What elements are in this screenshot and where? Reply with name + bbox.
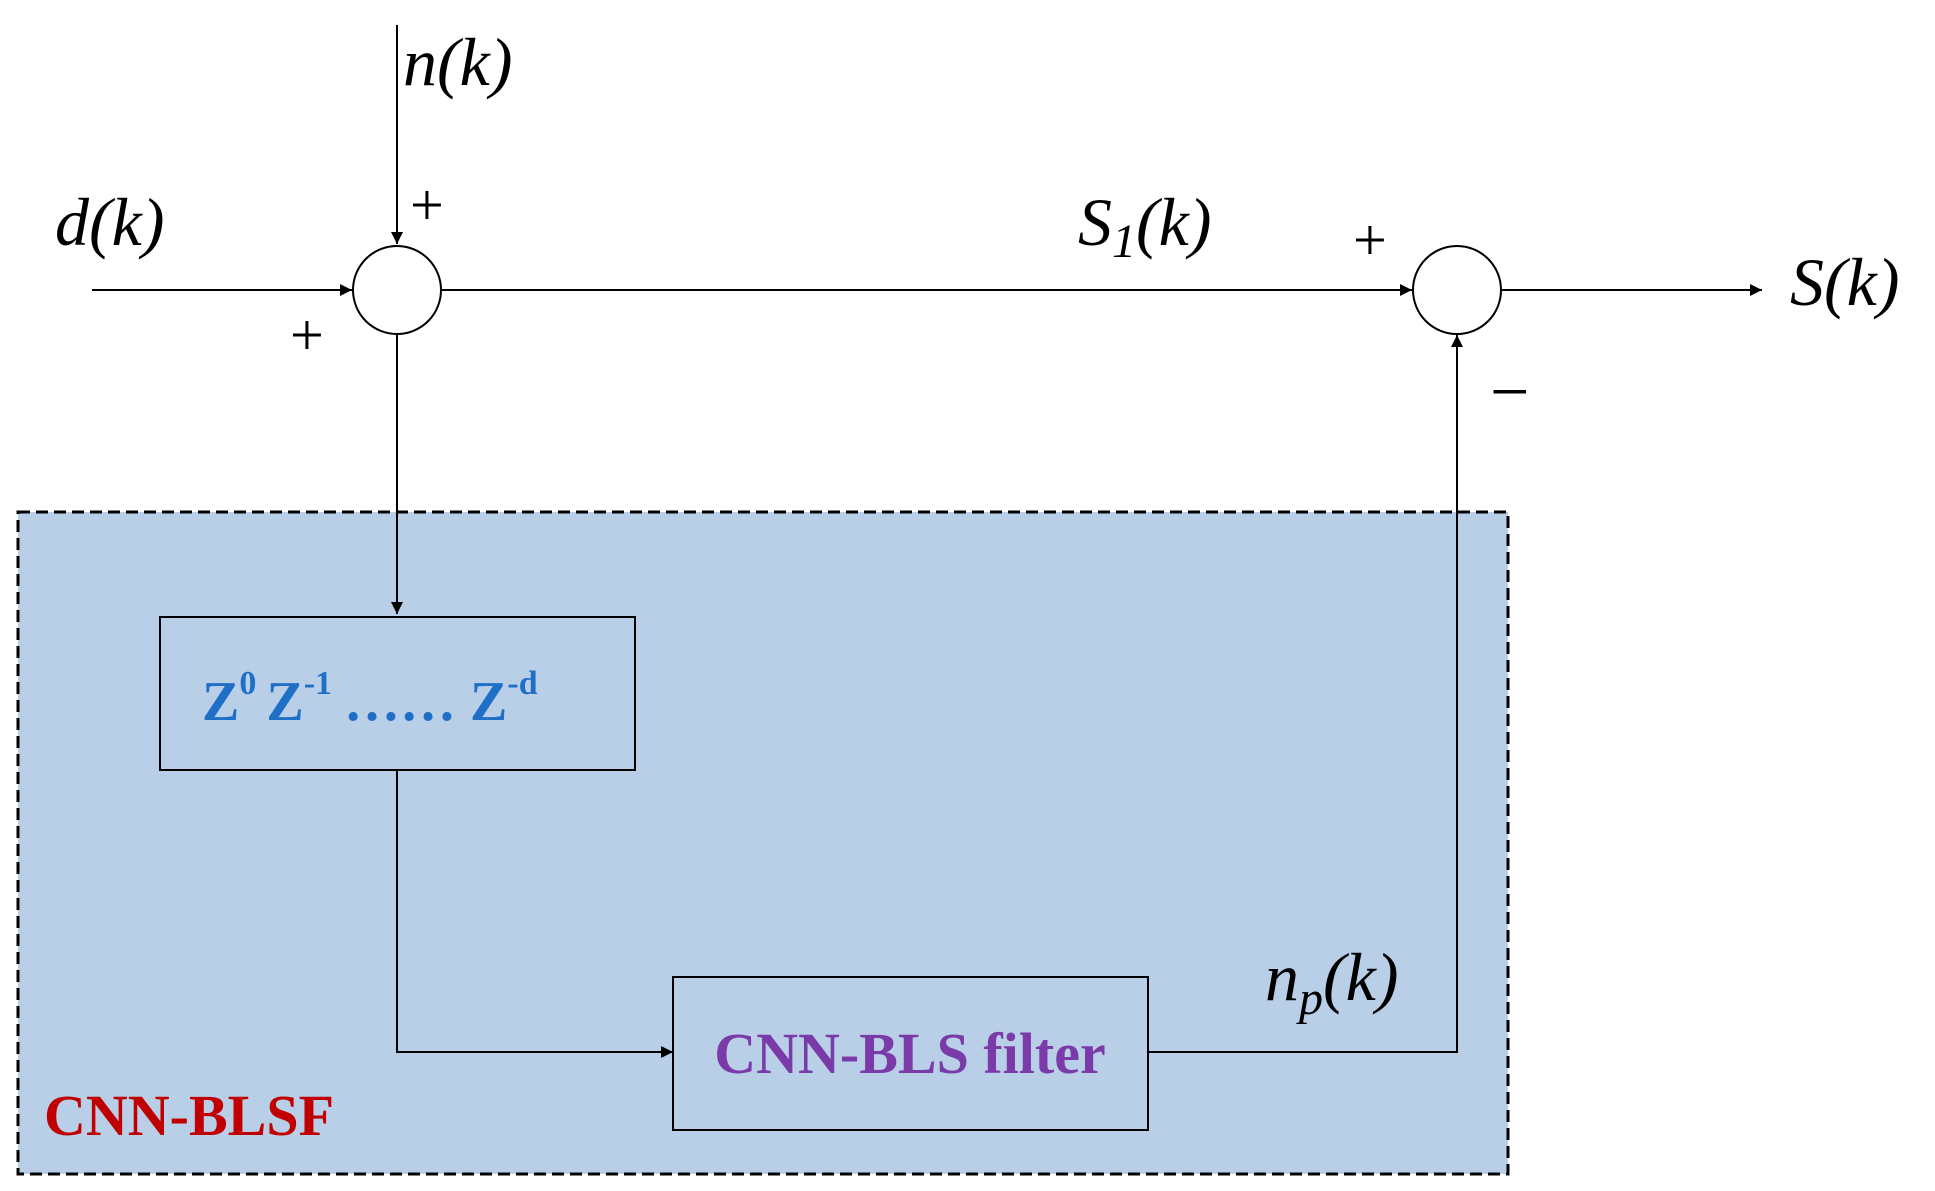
wire-delay-to-filter [396,771,673,1058]
label-s1-k: S1(k) [1078,184,1211,268]
cnn-bls-filter-block [672,976,1149,1131]
label-np-k: np(k) [1265,939,1398,1025]
label-s-k: S(k) [1790,244,1899,320]
summing-junction-1 [352,245,442,335]
wire-feedback [1148,335,1463,1053]
region-label: CNN-BLSF [44,1083,334,1148]
sign-sum1-left: + [290,302,324,368]
filter-label: CNN-BLS filter [714,1021,1105,1086]
summing-junction-2 [1412,245,1502,335]
delay-block [159,616,636,771]
sign-sum2-left: + [1353,207,1387,273]
cnn-blsf-region [16,510,1510,1176]
label-d-k: d(k) [55,184,164,260]
sign-sum1-top: + [410,172,444,238]
label-n-k: n(k) [403,24,512,100]
sign-sum2-bottom: − [1490,354,1529,431]
